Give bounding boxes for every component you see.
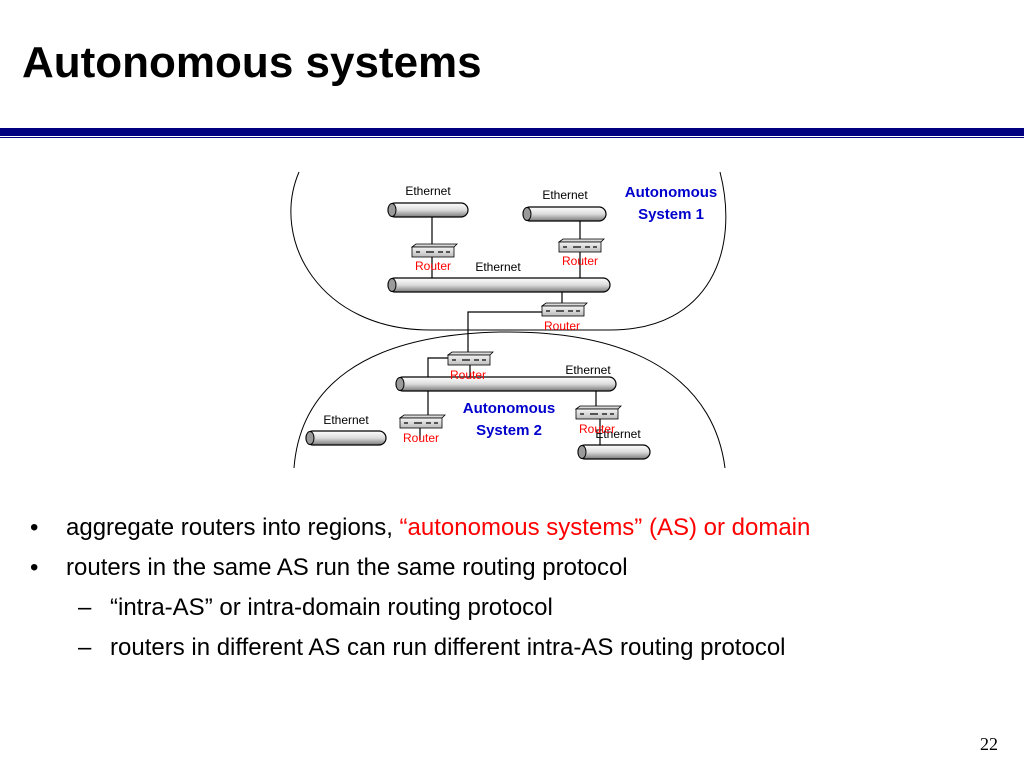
router-label-1: Router xyxy=(415,259,451,273)
page-number: 22 xyxy=(980,734,998,754)
as1-label-line1: Autonomous xyxy=(625,184,717,201)
ethernet-label-6: Ethernet xyxy=(595,427,641,441)
ethernet-pipe xyxy=(395,376,617,392)
router-label-2: Router xyxy=(562,254,598,268)
ethernet-label-5: Ethernet xyxy=(323,413,369,427)
as2-label-line2: System 2 xyxy=(476,422,542,439)
routers xyxy=(398,238,622,429)
sub-bullet-text: “intra-AS” or intra-domain routing proto… xyxy=(110,594,553,621)
bullet-highlight: “autonomous systems” (AS) or domain xyxy=(399,514,811,541)
ethernet-pipe xyxy=(387,202,469,218)
router-label-5: Router xyxy=(403,431,439,445)
as1-label-line2: System 1 xyxy=(638,206,704,223)
bullet-marker: • xyxy=(30,514,39,541)
ethernet-pipe xyxy=(577,444,651,460)
bullet-marker: • xyxy=(30,554,39,581)
router-label-6: Router xyxy=(579,422,615,436)
bullet-text: aggregate routers into regions, “autonom… xyxy=(66,514,811,541)
ethernet-pipes xyxy=(305,202,651,460)
ethernet-pipe xyxy=(305,430,387,446)
router-icon xyxy=(574,405,622,420)
title-rule xyxy=(0,126,1024,138)
as1-boundary xyxy=(290,171,727,331)
router-icon xyxy=(410,243,458,258)
as2-boundary xyxy=(293,331,726,469)
sub-bullet-text: routers in different AS can run differen… xyxy=(110,634,786,661)
sub-bullet-marker: – xyxy=(78,594,92,621)
bullet-text: routers in the same AS run the same rout… xyxy=(66,554,628,581)
router-icon xyxy=(557,238,605,253)
slide-title: Autonomous systems xyxy=(22,38,482,87)
ethernet-label-3: Ethernet xyxy=(475,260,521,274)
router-icon xyxy=(398,414,446,429)
network-diagram: Ethernet Ethernet Ethernet Ethernet Ethe… xyxy=(290,171,727,469)
ethernet-label-4: Ethernet xyxy=(565,363,611,377)
router-label-4: Router xyxy=(450,368,486,382)
sub-bullet-marker: – xyxy=(78,634,92,661)
title-rule-thin xyxy=(0,137,1024,138)
ethernet-label-1: Ethernet xyxy=(405,184,451,198)
as2-label-line1: Autonomous xyxy=(463,400,555,417)
ethernet-pipe xyxy=(522,206,607,222)
title-rule-thick xyxy=(0,128,1024,136)
router-icon xyxy=(446,351,494,366)
router-icon xyxy=(540,302,588,317)
ethernet-pipe xyxy=(387,277,611,293)
router-label-3: Router xyxy=(544,319,580,333)
ethernet-label-2: Ethernet xyxy=(542,188,588,202)
